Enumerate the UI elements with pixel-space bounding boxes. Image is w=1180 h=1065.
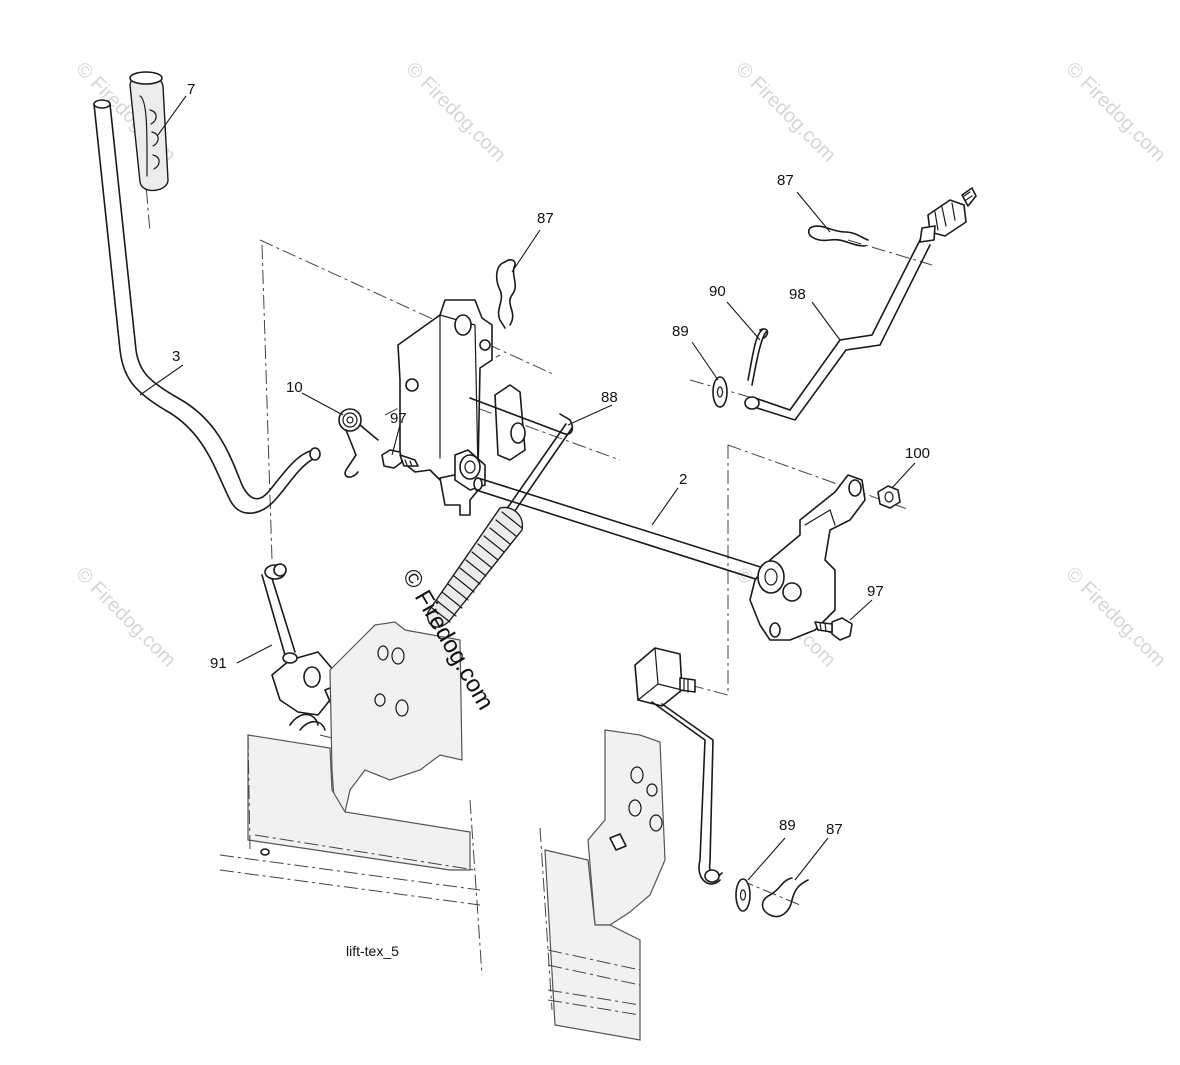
callout-97-left: 97 xyxy=(390,410,407,427)
cross-shaft xyxy=(473,477,771,583)
callout-89-top: 89 xyxy=(672,323,689,340)
washer-top xyxy=(712,376,728,408)
callout-88: 88 xyxy=(601,389,618,406)
lift-bracket xyxy=(397,299,526,516)
callout-87-bottom: 87 xyxy=(826,821,843,838)
callout-91: 91 xyxy=(210,655,227,672)
hairpin-clip xyxy=(808,225,869,247)
right-lift-arm xyxy=(749,474,866,641)
callout-89-bottom: 89 xyxy=(779,817,796,834)
hairpin-clip xyxy=(495,259,516,329)
nut-100 xyxy=(877,485,901,509)
callout-10: 10 xyxy=(286,379,303,396)
lift-handle-rod xyxy=(93,99,321,514)
watermark-text: © Firedog.com xyxy=(1061,58,1170,167)
callout-3: 3 xyxy=(172,348,180,365)
hairpin-clip xyxy=(761,877,809,918)
watermark-text: © Firedog.com xyxy=(1061,563,1170,672)
right-deck-bracket xyxy=(587,729,666,926)
torsion-spring xyxy=(338,408,379,478)
callout-98: 98 xyxy=(789,286,806,303)
right-lift-link xyxy=(634,647,723,885)
bolt-left xyxy=(381,449,419,469)
watermark-text: © Firedog.com xyxy=(731,58,840,167)
watermark-layer: © Firedog.com © Firedog.com © Firedog.co… xyxy=(71,58,1170,672)
callout-7: 7 xyxy=(187,81,195,98)
callout-90: 90 xyxy=(709,283,726,300)
drawing-code: lift-tex_5 xyxy=(346,943,399,959)
cotter-pin xyxy=(747,328,769,386)
adjustment-rod xyxy=(744,187,977,421)
watermark-text: © Firedog.com xyxy=(401,58,510,167)
spring-rod xyxy=(469,397,574,516)
washer-bottom xyxy=(735,878,751,912)
callout-97-right: 97 xyxy=(867,583,884,600)
right-deck xyxy=(539,827,641,1041)
handle-grip xyxy=(129,71,169,192)
watermark-text: © Firedog.com xyxy=(71,563,180,672)
bolt-right xyxy=(814,617,853,641)
callout-87-right: 87 xyxy=(777,172,794,189)
callout-87-top: 87 xyxy=(537,210,554,227)
callout-100: 100 xyxy=(905,445,930,462)
leader-lines xyxy=(139,95,916,881)
callouts: 7 87 3 10 97 88 2 87 90 89 98 100 97 91 … xyxy=(172,81,930,838)
left-deck xyxy=(219,734,483,976)
lift-spring xyxy=(426,506,524,628)
callout-2: 2 xyxy=(679,471,687,488)
